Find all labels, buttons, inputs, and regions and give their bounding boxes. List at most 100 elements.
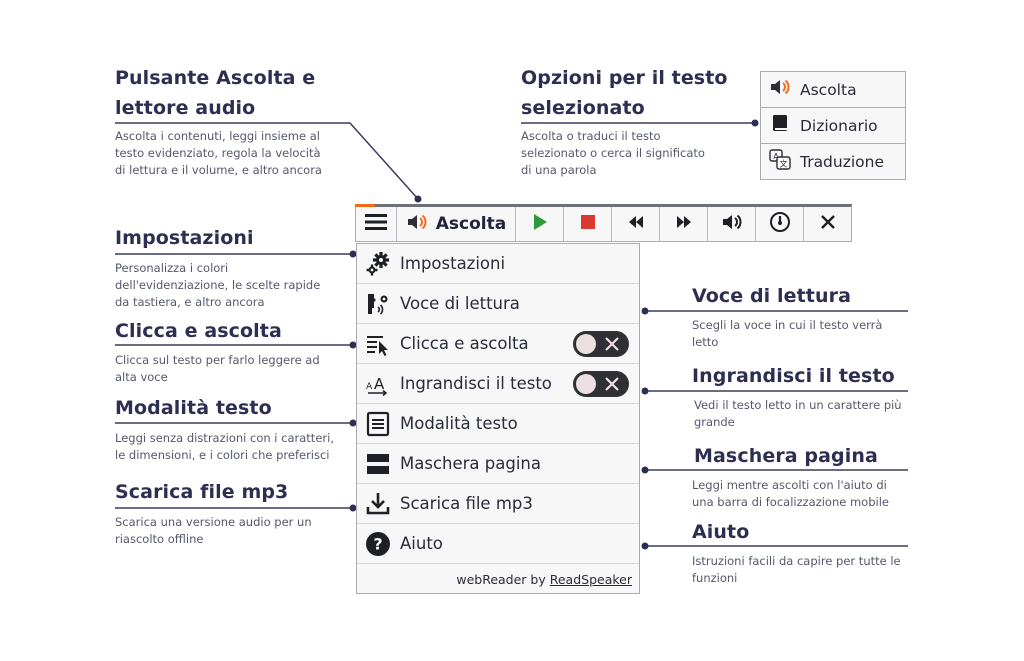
volume-icon bbox=[721, 212, 743, 237]
popup-item-dizionario[interactable]: Dizionario bbox=[761, 108, 905, 144]
annotation-listen-title-line1: Pulsante Ascolta e bbox=[115, 67, 316, 89]
settings-menu: Impostazioni Voce di lettura Clicca e as… bbox=[356, 243, 640, 594]
speaker-icon bbox=[406, 212, 430, 237]
play-button[interactable] bbox=[516, 207, 564, 241]
close-icon bbox=[820, 214, 836, 235]
annotation-settings-desc-line1: Personalizza i colori bbox=[115, 261, 229, 275]
rewind-button[interactable] bbox=[612, 207, 660, 241]
menu-button[interactable] bbox=[356, 207, 397, 241]
text-mode-icon bbox=[364, 410, 392, 438]
svg-text:A: A bbox=[773, 152, 779, 161]
menu-item-download-mp3[interactable]: Scarica file mp3 bbox=[357, 484, 639, 524]
annotation-help-title: Aiuto bbox=[692, 521, 750, 543]
annotation-mask-desc-line2: una barra di focalizzazione mobile bbox=[692, 495, 889, 509]
annotation-click-listen-desc-line2: alta voce bbox=[115, 370, 168, 384]
annotation-text-mode-desc-line2: le dimensioni, e i colori che preferisci bbox=[115, 448, 330, 462]
footer-prefix: webReader by bbox=[456, 572, 546, 587]
toggle-off-icon bbox=[605, 337, 619, 351]
menu-item-help[interactable]: ? Aiuto bbox=[357, 524, 639, 564]
svg-text:A: A bbox=[366, 382, 373, 392]
annotation-settings-desc-line2: dell'evidenziazione, le scelte rapide bbox=[115, 278, 321, 292]
fast-forward-button[interactable] bbox=[660, 207, 708, 241]
download-icon bbox=[364, 490, 392, 518]
menu-item-label: Modalità testo bbox=[400, 414, 518, 433]
annotation-voice-title: Voce di lettura bbox=[692, 285, 851, 307]
hamburger-icon bbox=[365, 213, 387, 236]
menu-item-label: Maschera pagina bbox=[400, 454, 541, 473]
gears-icon bbox=[364, 250, 392, 278]
stop-icon bbox=[580, 214, 596, 235]
annotation-enlarge-desc-line1: Vedi il testo letto in un carattere più bbox=[694, 398, 902, 412]
fast-forward-icon bbox=[675, 215, 693, 234]
enlarge-text-icon: A A bbox=[364, 370, 392, 398]
annotation-click-listen-title: Clicca e ascolta bbox=[115, 320, 282, 342]
annotation-voice-desc: Scegli la voce in cui il testo verrà let… bbox=[692, 317, 882, 351]
voice-icon bbox=[364, 290, 392, 318]
speaker-icon bbox=[769, 77, 791, 102]
annotation-voice-desc-line2: letto bbox=[692, 335, 719, 349]
annotation-settings-title: Impostazioni bbox=[115, 227, 254, 249]
player-toolbar: Ascolta bbox=[355, 204, 852, 242]
menu-item-voice[interactable]: Voce di lettura bbox=[357, 284, 639, 324]
annotation-help-desc: Istruzioni facili da capire per tutte le… bbox=[692, 553, 901, 587]
menu-item-click-listen[interactable]: Clicca e ascolta bbox=[357, 324, 639, 364]
toggle-knob bbox=[576, 334, 596, 354]
menu-item-label: Ingrandisci il testo bbox=[400, 374, 552, 393]
annotation-listen-title: Pulsante Ascolta e lettore audio bbox=[115, 63, 315, 123]
annotation-voice-desc-line1: Scegli la voce in cui il testo verrà bbox=[692, 318, 883, 332]
annotation-click-listen-desc-line1: Clicca sul testo per farlo leggere ad bbox=[115, 353, 320, 367]
annotation-mp3-desc-line2: riascolto offline bbox=[115, 532, 204, 546]
annotation-selection-desc-line2: selezionato o cerca il significato bbox=[521, 146, 705, 160]
annotation-enlarge-desc: Vedi il testo letto in un carattere più … bbox=[694, 397, 902, 431]
book-icon bbox=[769, 113, 791, 138]
click-listen-icon bbox=[364, 330, 392, 358]
popup-item-label: Traduzione bbox=[800, 153, 885, 171]
popup-item-ascolta[interactable]: Ascolta bbox=[761, 72, 905, 108]
listen-button[interactable]: Ascolta bbox=[397, 207, 516, 241]
stop-button[interactable] bbox=[564, 207, 612, 241]
svg-text:文: 文 bbox=[780, 158, 788, 168]
enlarge-text-toggle[interactable] bbox=[573, 371, 629, 397]
annotation-selection-desc-line1: Ascolta o traduci il testo bbox=[521, 129, 661, 143]
annotation-listen-desc-line2: testo evidenziato, regola la velocità bbox=[115, 146, 321, 160]
annotation-help-desc-line2: funzioni bbox=[692, 571, 738, 585]
menu-footer: webReader by ReadSpeaker bbox=[456, 572, 632, 587]
annotation-mask-title: Maschera pagina bbox=[694, 445, 878, 467]
annotation-text-mode-title: Modalità testo bbox=[115, 397, 272, 419]
menu-item-label: Scarica file mp3 bbox=[400, 494, 533, 513]
annotation-selection-title: Opzioni per il testo selezionato bbox=[521, 63, 728, 123]
click-listen-toggle[interactable] bbox=[573, 331, 629, 357]
menu-item-label: Aiuto bbox=[400, 534, 443, 553]
annotation-help-desc-line1: Istruzioni facili da capire per tutte le bbox=[692, 554, 901, 568]
annotation-settings-desc: Personalizza i colori dell'evidenziazion… bbox=[115, 260, 320, 311]
annotation-text-mode-desc-line1: Leggi senza distrazioni con i caratteri, bbox=[115, 431, 334, 445]
menu-item-settings[interactable]: Impostazioni bbox=[357, 244, 639, 284]
svg-text:?: ? bbox=[373, 534, 382, 553]
annotation-settings-desc-line3: da tastiera, e altro ancora bbox=[115, 295, 265, 309]
annotation-listen-desc-line1: Ascolta i contenuti, leggi insieme al bbox=[115, 129, 320, 143]
close-button[interactable] bbox=[804, 207, 851, 241]
annotation-mp3-title: Scarica file mp3 bbox=[115, 481, 289, 503]
menu-item-text-mode[interactable]: Modalità testo bbox=[357, 404, 639, 444]
speedometer-icon bbox=[769, 211, 791, 238]
menu-item-label: Impostazioni bbox=[400, 254, 506, 273]
annotation-enlarge-title: Ingrandisci il testo bbox=[692, 365, 895, 387]
play-icon bbox=[532, 213, 548, 236]
speed-button[interactable] bbox=[756, 207, 804, 241]
menu-item-label: Clicca e ascolta bbox=[400, 334, 529, 353]
annotation-enlarge-desc-line2: grande bbox=[694, 415, 735, 429]
readspeaker-link[interactable]: ReadSpeaker bbox=[549, 572, 632, 587]
menu-item-enlarge-text[interactable]: A A Ingrandisci il testo bbox=[357, 364, 639, 404]
toggle-off-icon bbox=[605, 377, 619, 391]
volume-button[interactable] bbox=[708, 207, 756, 241]
annotation-text-mode-desc: Leggi senza distrazioni con i caratteri,… bbox=[115, 430, 334, 464]
toolbar-accent bbox=[355, 204, 375, 207]
menu-item-page-mask[interactable]: Maschera pagina bbox=[357, 444, 639, 484]
annotation-listen-desc: Ascolta i contenuti, leggi insieme al te… bbox=[115, 128, 322, 179]
listen-button-label: Ascolta bbox=[435, 214, 507, 234]
popup-item-label: Dizionario bbox=[800, 116, 878, 135]
